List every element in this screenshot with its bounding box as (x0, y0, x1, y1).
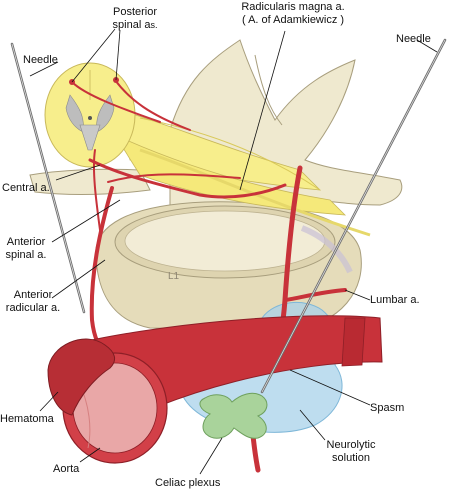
label-anterior-spinal-line1: Anterior (6, 236, 46, 248)
celiac-plexus (199, 392, 268, 439)
label-celiac-plexus: Celiac plexus (155, 477, 221, 489)
label-posterior-spinal-line1: Posterior (112, 6, 158, 18)
spinal-cord (44, 62, 371, 237)
vertebral-body (95, 201, 362, 331)
label-anterior-radicular-artery: Anterior radicular a. (0, 289, 66, 315)
hematoma-region (47, 338, 116, 416)
label-spasm: Spasm (370, 402, 405, 414)
label-central-artery: Central a. (2, 182, 50, 194)
label-needle-right: Needle (396, 33, 431, 45)
label-posterior-spinal-s: s. (150, 20, 158, 30)
label-aorta: Aorta (53, 463, 80, 475)
label-radicularis-magna: Radicularis magna a. ( A. of Adamkiewicz… (218, 1, 368, 27)
label-lumbar-artery: Lumbar a. (370, 294, 420, 306)
label-anterior-radicular-line2: radicular a. (5, 302, 61, 314)
label-radicularis-magna-line2: ( A. of Adamkiewicz ) (241, 14, 345, 26)
label-neurolytic-solution: Neurolytic solution (318, 439, 384, 465)
needles (10, 38, 447, 394)
leader-lines (29, 28, 438, 475)
label-posterior-spinal-a: spinal a (112, 19, 151, 31)
label-posterior-spinal-line2: spinal as. (100, 19, 170, 32)
label-anterior-spinal-line2: spinal a. (5, 249, 47, 261)
label-anterior-radicular-line1: Anterior (13, 289, 53, 301)
label-radicularis-magna-line1: Radicularis magna a. (241, 1, 345, 13)
label-posterior-spinal-arteries: Posterior spinal as. (100, 6, 170, 32)
label-hematoma: Hematoma (0, 413, 54, 425)
label-neurolytic-line2: solution (332, 452, 370, 464)
label-needle-left: Needle (23, 54, 58, 66)
label-neurolytic-line1: Neurolytic (326, 439, 376, 451)
label-vertebra-l1: L1 (168, 271, 180, 282)
label-anterior-spinal-artery: Anterior spinal a. (0, 236, 52, 262)
